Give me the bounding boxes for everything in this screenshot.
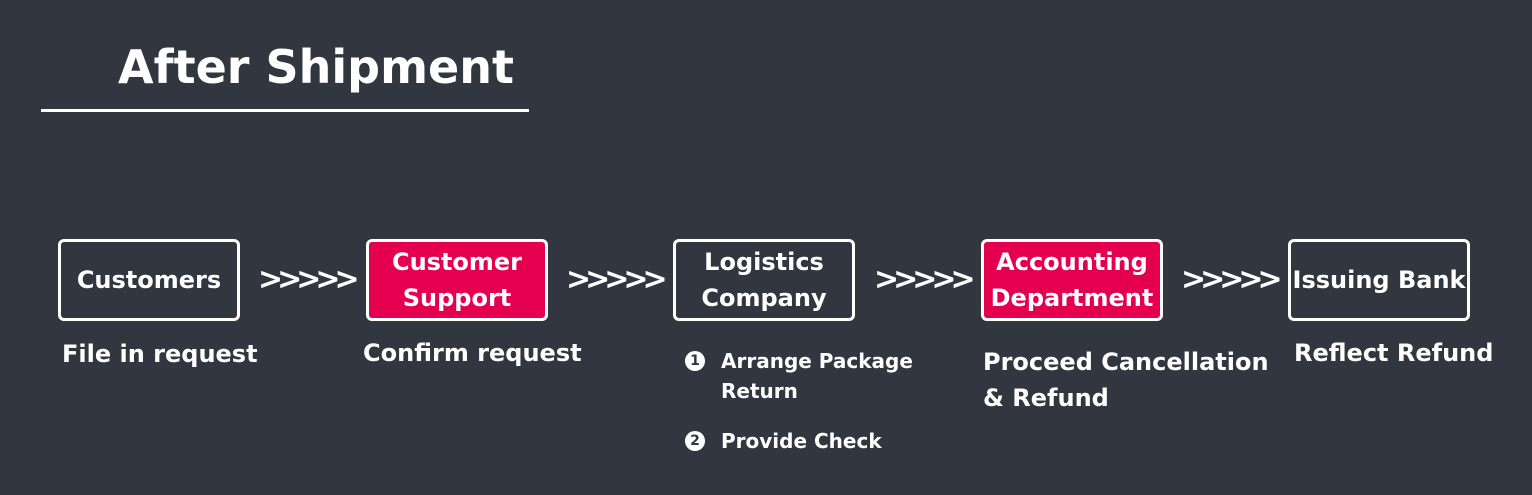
step-label: Confirm request <box>363 339 582 367</box>
chevrons-right-icon: >>>>> <box>566 262 668 297</box>
number-badge-icon: 1 <box>685 351 705 371</box>
step-customers: Customers <box>58 239 240 321</box>
step-label: Reflect Refund <box>1294 339 1494 367</box>
step-name: Customers <box>76 266 222 294</box>
step-label: Proceed Cancellation& Refund <box>983 348 1269 412</box>
chevrons-right-icon: >>>>> <box>258 262 360 297</box>
chevrons-right-icon: >>>>> <box>874 262 976 297</box>
title-underline <box>41 109 529 112</box>
step-name: Issuing Bank <box>1292 266 1466 294</box>
step-label: File in request <box>62 340 258 368</box>
chevrons-right-icon: >>>>> <box>1181 262 1283 297</box>
page-title: After Shipment <box>118 40 514 94</box>
number-badge-icon: 2 <box>685 431 705 451</box>
step-issuing-bank: Issuing Bank <box>1288 239 1470 321</box>
